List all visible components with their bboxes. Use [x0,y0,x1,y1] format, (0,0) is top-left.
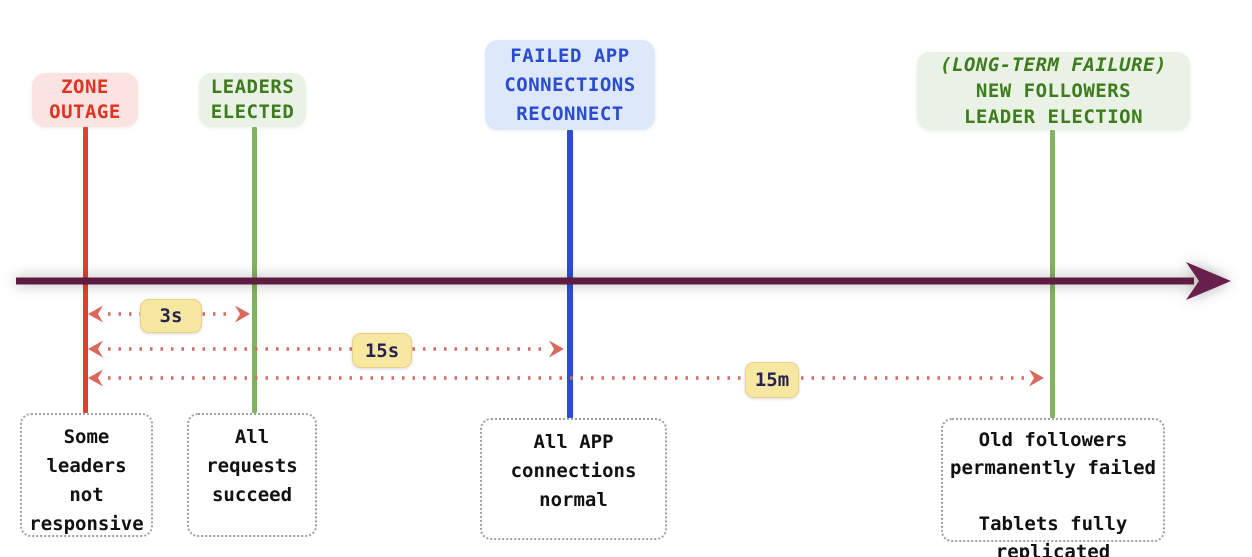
event-label-leaders-elected: LEADERS ELECTED [199,73,306,127]
event-note-leaders-elected: All requests succeed [187,413,317,537]
event-line-app-reconnect [567,130,573,418]
event-line-new-followers-election [1050,130,1055,418]
duration-arrow-15s [88,340,564,358]
arrowhead-right-icon [549,340,564,358]
duration-badge-3s: 3s [140,299,202,333]
event-note-new-followers-election: Old followers permanently failed Tablets… [941,418,1165,557]
duration-badge-15m: 15m [745,362,799,398]
arrowhead-right-icon [1029,369,1044,387]
arrowhead-right-icon [235,305,250,323]
event-label-app-reconnect: FAILED APP CONNECTIONS RECONNECT [485,40,655,130]
event-line-zone-outage [83,127,88,413]
duration-arrow-3s [88,305,250,323]
arrowhead-left-icon [88,340,103,358]
long-term-failure-caption: (LONG-TERM FAILURE) [940,54,1167,76]
event-label-new-followers-election: (LONG-TERM FAILURE) NEW FOLLOWERS LEADER… [917,52,1190,130]
event-note-zone-outage: Some leaders not responsive [20,413,153,537]
event-line-leaders-elected [252,127,257,413]
event-note-app-reconnect: All APP connections normal [480,418,667,540]
arrowhead-left-icon [88,305,103,323]
timeline-arrowhead-icon [1186,262,1231,300]
new-followers-election-caption: NEW FOLLOWERS LEADER ELECTION [963,80,1144,128]
event-label-zone-outage: ZONE OUTAGE [32,73,138,127]
duration-badge-15s: 15s [352,333,412,368]
arrowhead-left-icon [88,369,103,387]
duration-arrow-15m [88,369,1044,387]
